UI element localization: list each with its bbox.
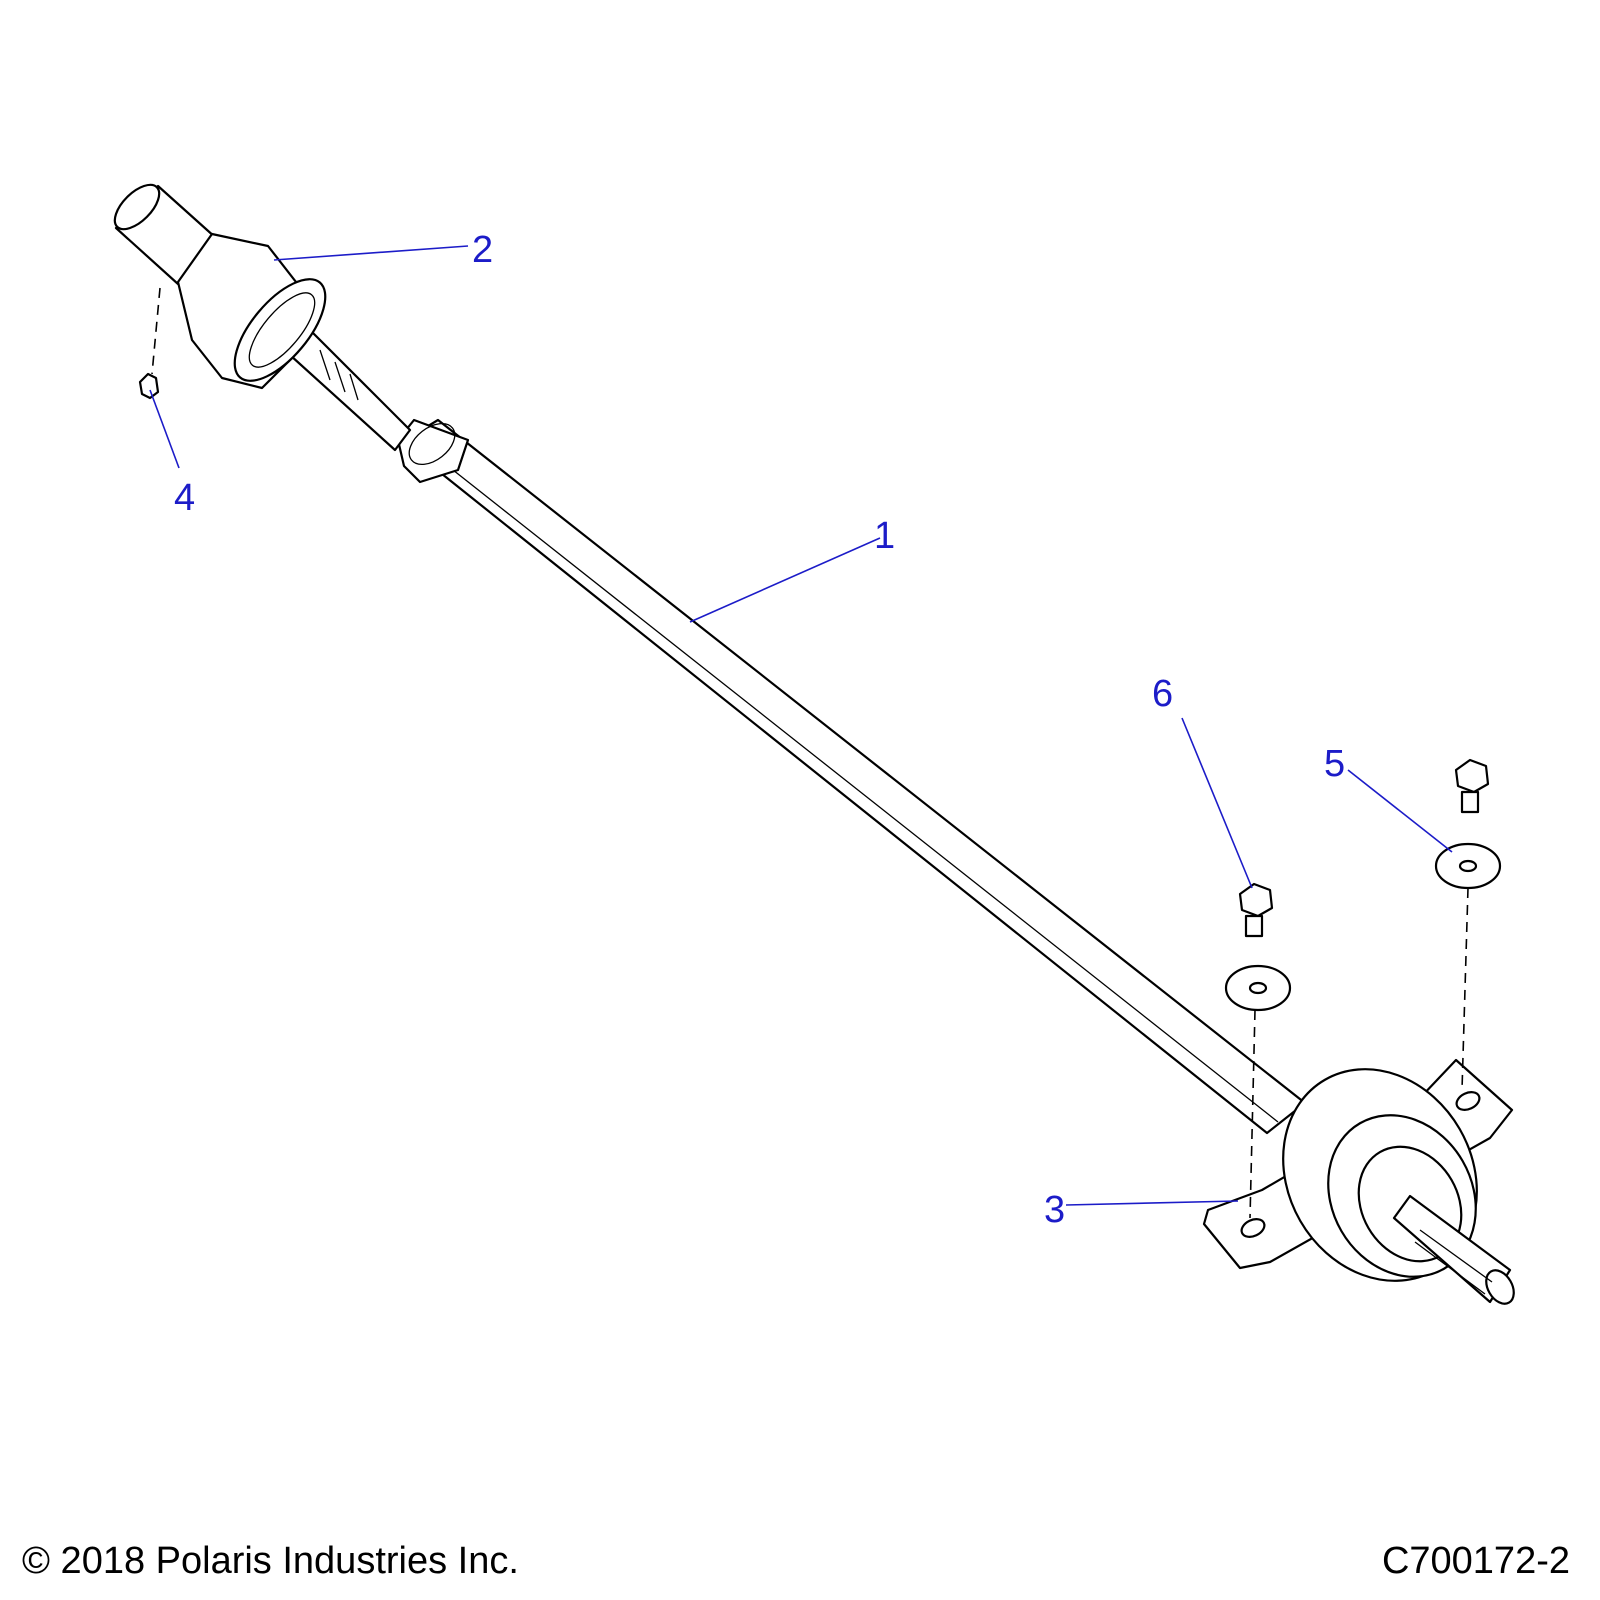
flange-hole-left — [1240, 1218, 1266, 1238]
leader-line-3 — [1065, 1200, 1239, 1206]
drawing-number: C700172-2 — [1381, 1540, 1570, 1582]
callout-6: 6 — [1152, 673, 1173, 715]
bolt-left-alignment-line — [1249, 1009, 1256, 1219]
bearing-carrier — [1202, 1058, 1515, 1305]
bolt-right — [1454, 758, 1490, 814]
callout-2: 2 — [472, 229, 493, 271]
bolt-left — [1238, 882, 1274, 938]
nut — [138, 372, 160, 400]
leader-line-5 — [1347, 769, 1453, 853]
callout-4: 4 — [174, 477, 195, 519]
drive-shaft — [288, 328, 1307, 1135]
flange-hole-right — [1455, 1091, 1481, 1111]
leader-line-4 — [149, 389, 180, 469]
leader-line-6 — [1181, 717, 1253, 889]
bolt-right-alignment-line — [1461, 887, 1469, 1091]
callout-1: 1 — [874, 515, 895, 557]
leader-line-2 — [273, 245, 469, 261]
callout-5: 5 — [1324, 743, 1345, 785]
callout-3: 3 — [1044, 1189, 1065, 1231]
washer-right — [1434, 842, 1502, 890]
cv-joint-boot — [113, 183, 327, 390]
leader-line-1 — [689, 537, 881, 623]
nut-alignment-line — [151, 287, 161, 375]
copyright-notice: © 2018 Polaris Industries Inc. — [22, 1540, 519, 1582]
washer-left — [1224, 964, 1292, 1012]
